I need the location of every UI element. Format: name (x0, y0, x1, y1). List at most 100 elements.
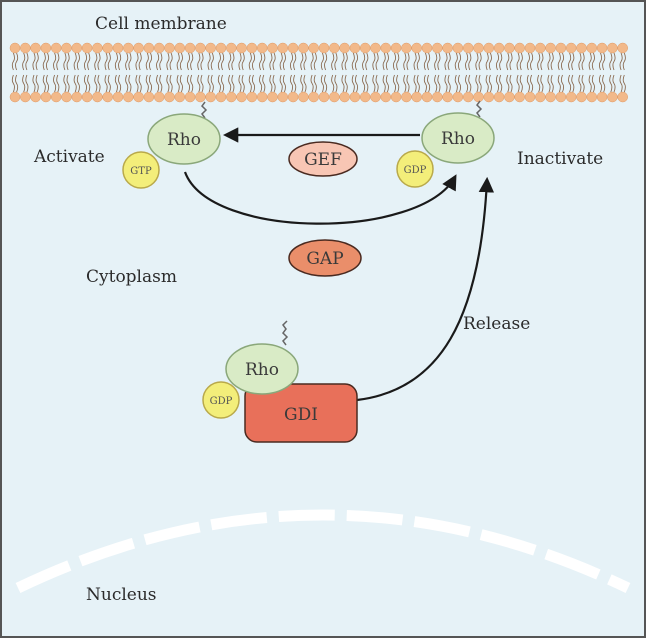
lipid-tail (375, 52, 379, 71)
lipid-tail (478, 52, 482, 71)
lipid-tail (499, 52, 503, 71)
lipid-tail (454, 74, 458, 93)
lipid-tail (248, 52, 252, 71)
lipid-head (195, 42, 206, 54)
lipid-tail (478, 74, 482, 93)
lipid-head (226, 91, 237, 103)
lipid-head (483, 91, 495, 103)
lipid-tail (190, 52, 194, 71)
lipid-tail (176, 52, 180, 71)
lipid-head (576, 42, 587, 54)
lipid-tail (423, 74, 427, 93)
lipid-tail (495, 74, 500, 93)
lipid-tail (320, 52, 324, 71)
lipid-tail (362, 52, 366, 71)
lipid-tail (403, 74, 407, 93)
lipid-tail (581, 74, 585, 93)
lipid-tail (282, 74, 286, 93)
lipid-tail (447, 74, 451, 93)
lipid-head (545, 91, 556, 103)
lipid-tail (602, 74, 606, 93)
lipid-tail (465, 52, 469, 71)
lipid-tail (434, 52, 438, 71)
lipid-tail (447, 52, 451, 71)
lipid-tail (413, 74, 417, 93)
lipid-head (390, 91, 402, 103)
lipid-tail (488, 74, 492, 93)
nucleus-label: Nucleus (86, 585, 157, 605)
lipid-head (277, 42, 289, 54)
lipid-head (349, 91, 361, 103)
lipid-tail (495, 52, 500, 71)
lipid-tail (550, 74, 554, 93)
lipid-tail (403, 52, 407, 71)
lipid-tail (125, 52, 129, 71)
lipid-tail (248, 74, 252, 93)
lipid-tail (365, 74, 369, 93)
lipid-tail (568, 74, 572, 93)
lipid-tail (156, 74, 160, 93)
lipid-tail (602, 52, 606, 71)
lipid-tail (217, 74, 221, 93)
lipid-tail (83, 52, 88, 71)
lipid-tail (25, 52, 29, 71)
gdp-cytosol-node (202, 381, 240, 419)
lipid-tail (468, 74, 472, 93)
lipid-head (493, 42, 505, 54)
lipid-tail (53, 74, 57, 93)
lipid-head (452, 42, 464, 54)
lipid-tail (107, 74, 111, 93)
lipid-tail (207, 74, 211, 93)
rho-cytosol-lipid-anchor (282, 320, 289, 346)
lipid-tail (547, 52, 551, 71)
lipid-head (277, 91, 289, 103)
lipid-tail (560, 74, 565, 93)
lipid-head (401, 91, 412, 103)
lipid-head (349, 42, 361, 54)
cell-membrane-label: Cell membrane (95, 14, 227, 34)
lipid-tail (221, 52, 225, 71)
lipid-head (380, 42, 392, 54)
lipid-head (40, 91, 52, 103)
lipid-tail (334, 52, 338, 71)
lipid-tail (591, 74, 595, 93)
lipid-head (535, 91, 546, 103)
gtp-label: GTP (130, 166, 152, 177)
lipid-tail (324, 74, 328, 93)
rho-inactive-label: Rho (441, 129, 475, 149)
lipid-head (524, 42, 536, 54)
lipid-head (267, 42, 278, 54)
lipid-tail (385, 52, 389, 71)
lipid-tail (200, 52, 204, 71)
lipid-head (133, 91, 144, 103)
gef-node (288, 141, 358, 177)
lipid-tail (406, 74, 410, 93)
lipid-tail (609, 52, 613, 71)
lipid-tail (262, 74, 266, 93)
lipid-tail (293, 52, 297, 71)
lipid-head (339, 91, 350, 103)
lipid-head (473, 91, 484, 103)
lipid-tail (138, 74, 142, 93)
lipid-tail (341, 52, 345, 71)
lipid-tail (488, 52, 492, 71)
lipid-tail (56, 74, 60, 93)
inactivate-label: Inactivate (517, 149, 603, 169)
lipid-tail (365, 52, 369, 71)
lipid-tail (259, 52, 263, 71)
lipid-tail (310, 52, 314, 71)
lipid-head (123, 42, 134, 54)
lipid-tail (262, 52, 266, 71)
lipid-head (112, 42, 124, 54)
lipid-tail (169, 74, 173, 93)
lipid-tail (537, 52, 541, 71)
lipid-tail (289, 74, 294, 93)
lipid-tail (176, 74, 180, 93)
lipid-tail (598, 52, 603, 71)
lipid-tail (457, 74, 462, 93)
lipid-head (596, 42, 608, 54)
lipid-tail (166, 52, 170, 71)
lipid-tail (457, 52, 462, 71)
lipid-head (205, 91, 216, 103)
lipid-tail (241, 74, 245, 93)
